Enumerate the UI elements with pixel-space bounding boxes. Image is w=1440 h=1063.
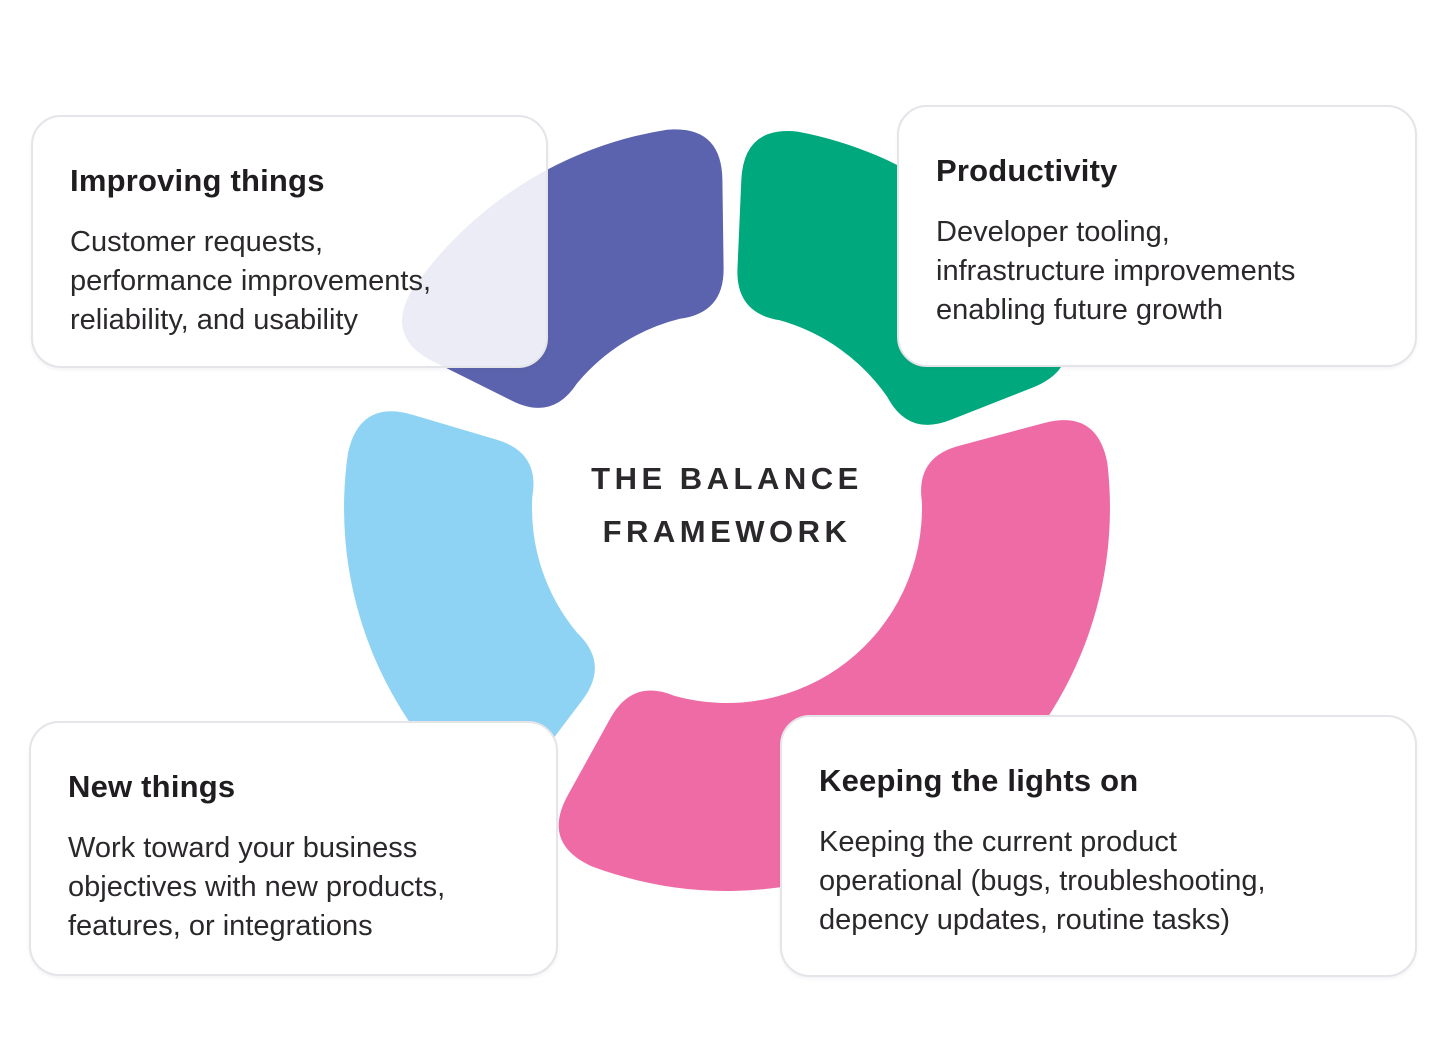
card-keeping-the-lights-on: Keeping the lights on Keeping the curren…	[780, 715, 1417, 977]
card-new-things-body: Work toward your business objectives wit…	[68, 832, 446, 942]
card-improving-things-body: Customer requests, performance improveme…	[70, 226, 432, 336]
card-productivity-title: Productivity	[936, 153, 1118, 188]
diagram-center-title: THE BALANCE FRAMEWORK	[527, 452, 927, 558]
card-improving-things: Improving things Customer requests, perf…	[31, 115, 548, 368]
card-keeping-the-lights-on-title: Keeping the lights on	[819, 763, 1139, 798]
card-productivity: Productivity Developer tooling, infrastr…	[897, 105, 1417, 367]
card-improving-things-title: Improving things	[70, 163, 325, 198]
ring-segment-new-things	[344, 411, 595, 795]
card-productivity-body: Developer tooling, infrastructure improv…	[936, 216, 1296, 326]
card-keeping-the-lights-on-body: Keeping the current product operational …	[819, 826, 1266, 936]
diagram-title-line2: FRAMEWORK	[602, 514, 852, 549]
card-new-things: New things Work toward your business obj…	[29, 721, 558, 976]
diagram-title-line1: THE BALANCE	[591, 461, 863, 496]
card-new-things-title: New things	[68, 769, 236, 804]
